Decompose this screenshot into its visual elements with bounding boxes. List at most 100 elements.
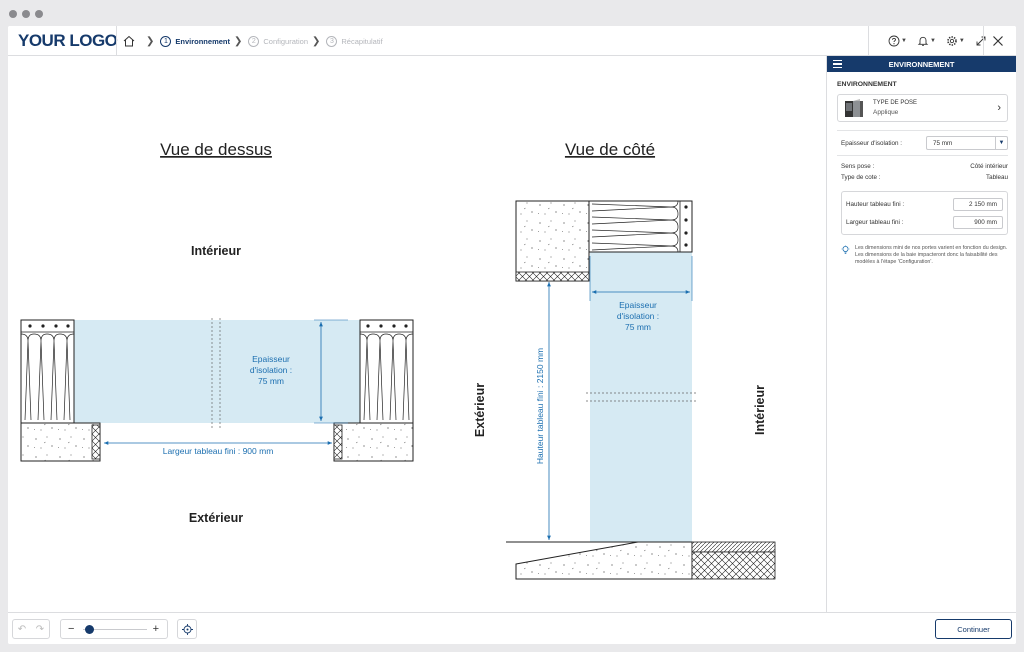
chevron-down-icon: ▼ [958, 38, 965, 44]
type-cote-value: Tableau [985, 174, 1008, 181]
close-icon[interactable] [989, 32, 1007, 50]
section-title: ENVIRONNEMENT [837, 81, 897, 88]
drawing-canvas[interactable]: Vue de dessus Intérieur Extérieur [8, 56, 826, 639]
insulation-label-line3: 75 mm [258, 376, 284, 386]
sens-pose-value: Côté intérieur [970, 163, 1008, 170]
divider [837, 155, 1008, 156]
expand-icon [976, 36, 986, 46]
top-view-right-wall [333, 319, 414, 462]
zoom-slider-handle[interactable] [85, 625, 95, 634]
divider [116, 26, 117, 56]
logo-text: YOUR LOGO [18, 31, 118, 50]
window-minimize-dot[interactable] [22, 10, 30, 18]
width-input[interactable]: 900 mm [953, 215, 1003, 229]
recenter-button[interactable] [177, 619, 197, 639]
divider [983, 26, 984, 56]
side-view-opening [590, 252, 692, 542]
chevron-down-icon: ▼ [929, 38, 936, 44]
insulation-value: 75 mm [933, 139, 953, 147]
door-pose-icon [845, 99, 863, 117]
top-view-title: Vue de dessus [160, 140, 272, 159]
app-window: YOUR LOGO ❯ 1 Environnement ❯ 2 Configur… [8, 26, 1016, 644]
side-insulation-label-line3: 75 mm [625, 322, 651, 332]
fullscreen-button[interactable] [975, 35, 987, 47]
zoom-in-button[interactable]: + [152, 623, 159, 635]
side-insulation-label-line2: d'isolation : [617, 311, 659, 321]
height-row: Hauteur tableau fini : 2 150 mm [846, 195, 1003, 213]
divider [837, 130, 1008, 131]
height-dimension-label: Hauteur tableau fini : 2150 mm [535, 348, 545, 464]
chevron-right-icon: ❯ [233, 35, 243, 47]
crosshair-icon [181, 623, 193, 635]
window-maximize-dot[interactable] [35, 10, 43, 18]
side-view-threshold [506, 541, 776, 580]
panel-header: ENVIRONNEMENT [827, 56, 1016, 72]
window-titlebar [0, 0, 1024, 26]
chevron-right-icon: ❯ [312, 35, 321, 47]
step-number: 2 [248, 35, 260, 47]
settings-button[interactable]: ▼ [946, 35, 965, 47]
height-input[interactable]: 2 150 mm [953, 197, 1003, 211]
insulation-label-line1: Epaisseur [252, 354, 290, 364]
notifications-button[interactable]: ▼ [917, 35, 936, 47]
home-icon[interactable] [122, 34, 136, 48]
bottom-bar: ↶ ↷ − + Continuer [8, 612, 1016, 644]
environment-panel: ENVIRONNEMENT ENVIRONNEMENT TYPE DE POSE… [826, 56, 1016, 612]
zoom-control: − + [60, 619, 168, 639]
undo-icon[interactable]: ↶ [17, 623, 27, 635]
breadcrumb-step-environnement[interactable]: 1 Environnement [160, 35, 230, 47]
bell-icon [917, 36, 929, 46]
insulation-label-line2: d'isolation : [250, 365, 292, 375]
breadcrumb: ❯ 1 Environnement ❯ 2 Configuration ❯ 3 … [122, 26, 383, 56]
undo-redo-group: ↶ ↷ [12, 619, 50, 639]
width-dimension-label: Largeur tableau fini : 900 mm [163, 446, 274, 456]
logo[interactable]: YOUR LOGO [12, 29, 118, 53]
top-view-opening [74, 320, 360, 423]
chevron-down-icon: ▼ [995, 137, 1007, 149]
width-row: Largeur tableau fini : 900 mm [846, 213, 1003, 231]
insulation-select[interactable]: 75 mm ▼ [926, 136, 1008, 150]
info-note: Les dimensions mini de nos portes varien… [841, 245, 1008, 266]
zoom-slider-track[interactable] [83, 629, 147, 630]
info-note-text: Les dimensions mini de nos portes varien… [855, 245, 1008, 265]
help-menu-button[interactable]: ▼ [888, 35, 907, 47]
pose-type-label: TYPE DE POSE [873, 100, 918, 106]
breadcrumb-step-configuration[interactable]: 2 Configuration [248, 35, 308, 47]
top-tools: ▼ ▼ ▼ [878, 26, 987, 56]
top-view-interior-label: Intérieur [191, 244, 241, 258]
menu-icon[interactable] [833, 60, 842, 68]
zoom-out-button[interactable]: − [68, 623, 75, 635]
side-view-lintel [515, 200, 693, 282]
divider [868, 26, 869, 56]
step-number: 1 [160, 35, 172, 47]
panel-header-title: ENVIRONNEMENT [888, 59, 955, 69]
top-view-exterior-label: Extérieur [189, 511, 243, 525]
side-view-interior-label: Intérieur [753, 385, 767, 435]
chevron-right-icon: ❯ [146, 35, 155, 47]
top-view-left-wall [20, 319, 101, 462]
pose-type-value: Applique [873, 109, 899, 116]
help-icon [888, 35, 900, 47]
type-cote-label: Type de cote : [841, 174, 881, 181]
side-view-title: Vue de côté [565, 140, 655, 159]
type-cote-row: Type de cote : Tableau [841, 172, 1008, 183]
step-label: Récapitulatif [341, 36, 383, 46]
chevron-right-icon: › [997, 102, 1001, 114]
sens-pose-label: Sens pose : [841, 163, 875, 170]
height-label: Hauteur tableau fini : [846, 200, 905, 208]
side-view-exterior-label: Extérieur [473, 383, 487, 437]
step-label: Configuration [263, 36, 308, 46]
chevron-down-icon: ▼ [901, 38, 907, 44]
continue-button[interactable]: Continuer [935, 619, 1012, 639]
top-bar: YOUR LOGO ❯ 1 Environnement ❯ 2 Configur… [8, 26, 1016, 56]
step-number: 3 [326, 35, 338, 47]
insulation-row: Epaisseur d'isolation : 75 mm ▼ [841, 131, 1008, 155]
breadcrumb-step-recapitulatif[interactable]: 3 Récapitulatif [326, 35, 383, 47]
dimensions-box: Hauteur tableau fini : 2 150 mm Largeur … [841, 191, 1008, 235]
redo-icon[interactable]: ↷ [35, 623, 45, 635]
step-label: Environnement [175, 36, 230, 46]
pose-type-card[interactable]: TYPE DE POSE Applique › [837, 94, 1008, 122]
gear-icon [947, 36, 957, 46]
lightbulb-icon [841, 245, 850, 254]
window-close-dot[interactable] [9, 10, 17, 18]
